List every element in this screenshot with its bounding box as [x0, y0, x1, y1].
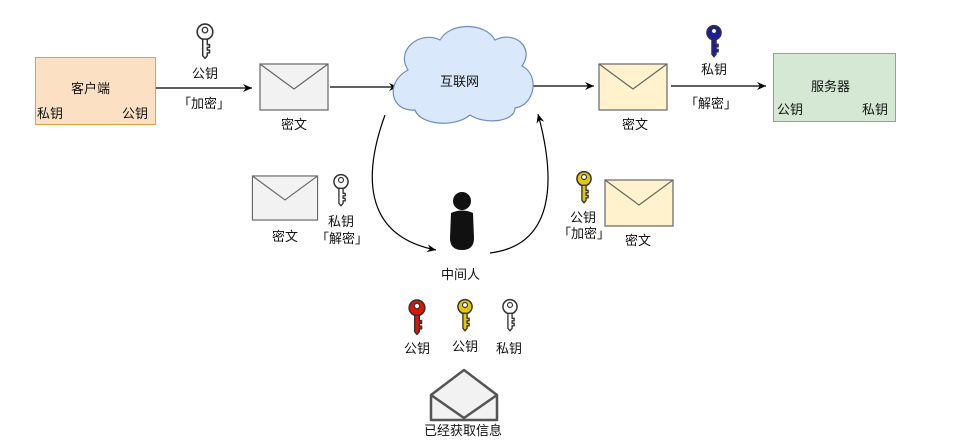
server-private-key-label: 私钥	[862, 103, 889, 118]
result-label: 已经获取信息	[424, 424, 503, 439]
client-private-key-label: 私钥	[37, 107, 64, 122]
client-box	[35, 57, 156, 125]
server-label: 服务器	[811, 80, 851, 95]
open-envelope-icon	[429, 368, 499, 422]
mitm-forward-envelope-label: 密文	[625, 234, 652, 249]
arrow-mitm-to-internet	[489, 113, 549, 254]
client-public-key-label: 公钥	[122, 107, 149, 122]
envelope-icon	[259, 63, 329, 111]
public-key-icon	[408, 299, 426, 336]
left-envelope-label: 密文	[281, 118, 308, 133]
right-envelope-label: 密文	[622, 118, 649, 133]
internet-cloud	[392, 26, 534, 124]
public-key-icon	[576, 170, 592, 204]
private-key-icon	[706, 24, 722, 58]
right-action-label: 「解密」	[685, 97, 738, 112]
client-label: 客户端	[71, 82, 111, 97]
stolen-key-label: 公钥	[452, 340, 479, 355]
mitm-forward-action-label: 「加密」	[558, 227, 611, 242]
envelope-icon	[598, 63, 668, 111]
public-key-icon	[457, 298, 473, 332]
stolen-key-label: 公钥	[404, 342, 431, 357]
left-action-label: 「加密」	[178, 97, 231, 112]
mitm-label: 中间人	[441, 268, 481, 283]
private-key-icon	[502, 298, 518, 332]
server-box	[773, 53, 896, 122]
mitm-intercept-key-label: 私钥	[328, 215, 355, 230]
private-key-icon	[333, 173, 349, 207]
left-key-label: 公钥	[192, 67, 219, 82]
mitm-forward-key-label: 公钥	[570, 211, 597, 226]
mitm-intercept-envelope-label: 密文	[272, 230, 299, 245]
envelope-icon	[251, 175, 319, 221]
public-key-icon	[196, 23, 214, 60]
right-key-label: 私钥	[701, 63, 728, 78]
arrow-internet-to-mitm	[371, 114, 437, 253]
mitm-intercept-action-label: 「解密」	[316, 232, 369, 247]
person-icon	[450, 192, 474, 250]
envelope-icon	[604, 179, 674, 227]
internet-label: 互联网	[440, 75, 480, 90]
server-public-key-label: 公钥	[777, 103, 804, 118]
stolen-key-label: 私钥	[496, 342, 523, 357]
